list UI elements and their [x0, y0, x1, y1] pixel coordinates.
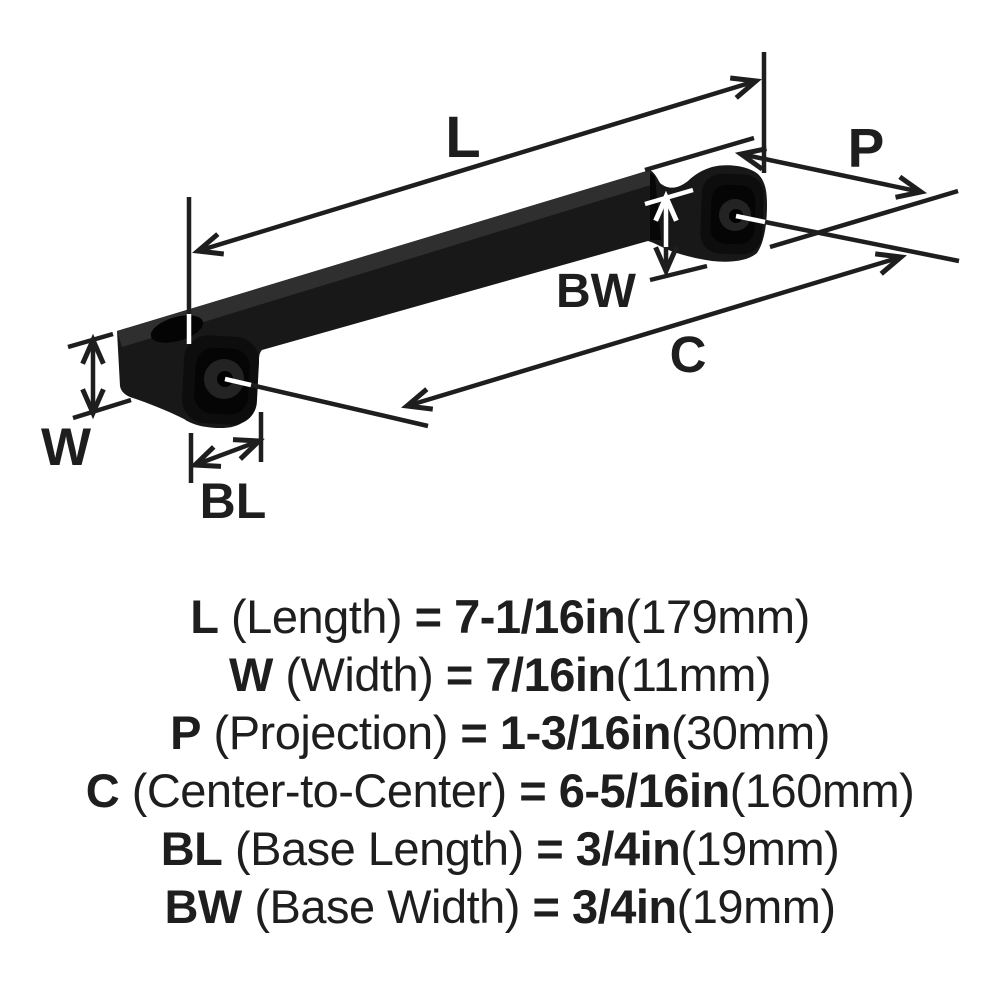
spec-name: (Base Length) [234, 822, 524, 875]
spec-metric: (19mm) [680, 822, 840, 875]
spec-metric: (160mm) [729, 764, 915, 817]
spec-symbol: BW [164, 880, 242, 933]
label-P: P [848, 117, 885, 179]
spec-line-base-width: BW (Base Width) = 3/4in(19mm) [0, 878, 1000, 936]
ext-line-C-left-white [224, 376, 252, 388]
spec-symbol: C [85, 764, 120, 817]
label-BW: BW [556, 265, 637, 318]
ext-line-C-right-white [735, 213, 766, 225]
dim-arrow-BW-white [653, 190, 679, 247]
dim-line-L [192, 75, 762, 257]
right-base [700, 173, 764, 255]
spec-name: (Length) [231, 590, 403, 643]
spec-value: = 7-1/16in [414, 590, 626, 643]
dim-arrow-W [80, 333, 106, 420]
spec-value: = 3/4in [532, 880, 678, 933]
dim-line-P [734, 146, 928, 200]
tick-W-bottom [72, 397, 132, 421]
ext-line-P-upper [644, 135, 755, 173]
dimension-arrows [80, 75, 928, 469]
spec-symbol: W [228, 648, 273, 701]
spec-metric: (11mm) [615, 648, 772, 701]
dimension-labels: L P BW C W BL [41, 105, 884, 529]
handle-silhouette [117, 165, 767, 428]
white-overlay-lines [186, 187, 766, 388]
dim-line-C [401, 251, 907, 412]
spec-line-width: W (Width) = 7/16in(11mm) [0, 646, 1000, 704]
handle-top-face [117, 170, 654, 347]
label-W: W [41, 418, 91, 477]
ext-line-C-left [250, 382, 429, 429]
spec-value: = 7/16in [445, 648, 616, 701]
spec-line-projection: P (Projection) = 1-3/16in(30mm) [0, 704, 1000, 762]
dim-arrow-BL [189, 437, 265, 469]
spec-symbol: L [190, 590, 219, 643]
label-BL: BL [200, 473, 267, 529]
spec-value: = 3/4in [536, 822, 681, 875]
spec-symbol: P [170, 706, 201, 759]
spec-name: (Center-to-Center) [131, 764, 507, 817]
spec-metric: (30mm) [670, 706, 830, 759]
spec-line-center-to-center: C (Center-to-Center) = 6-5/16in(160mm) [0, 762, 1000, 820]
spec-name: (Projection) [213, 706, 449, 759]
ext-line-P-lower [769, 188, 959, 250]
tick-BW-top-white [644, 187, 694, 207]
spec-value: = 1-3/16in [460, 706, 671, 759]
label-L: L [445, 105, 480, 170]
spec-value: = 6-5/16in [519, 764, 730, 817]
dim-arrow-BW-black [653, 246, 679, 278]
spec-metric: (19mm) [676, 880, 836, 933]
handle-diagram-canvas: L P BW C W BL [41, 52, 960, 529]
pull-handle-illustration [117, 165, 767, 428]
spec-name: (Width) [285, 648, 434, 701]
dimension-spec-list: L (Length) = 7-1/16in(179mm) W (Width) =… [0, 588, 1000, 936]
spec-line-base-length: BL (Base Length) = 3/4in(19mm) [0, 820, 1000, 878]
spec-symbol: BL [160, 822, 223, 875]
tick-BW-bottom [649, 263, 708, 283]
spec-line-length: L (Length) = 7-1/16in(179mm) [0, 588, 1000, 646]
spec-metric: (179mm) [625, 590, 810, 643]
spec-name: (Base Width) [254, 880, 520, 933]
bar-end-notch [650, 172, 661, 240]
ext-line-C-right [764, 219, 960, 264]
label-C: C [670, 326, 707, 383]
left-base [181, 335, 260, 425]
